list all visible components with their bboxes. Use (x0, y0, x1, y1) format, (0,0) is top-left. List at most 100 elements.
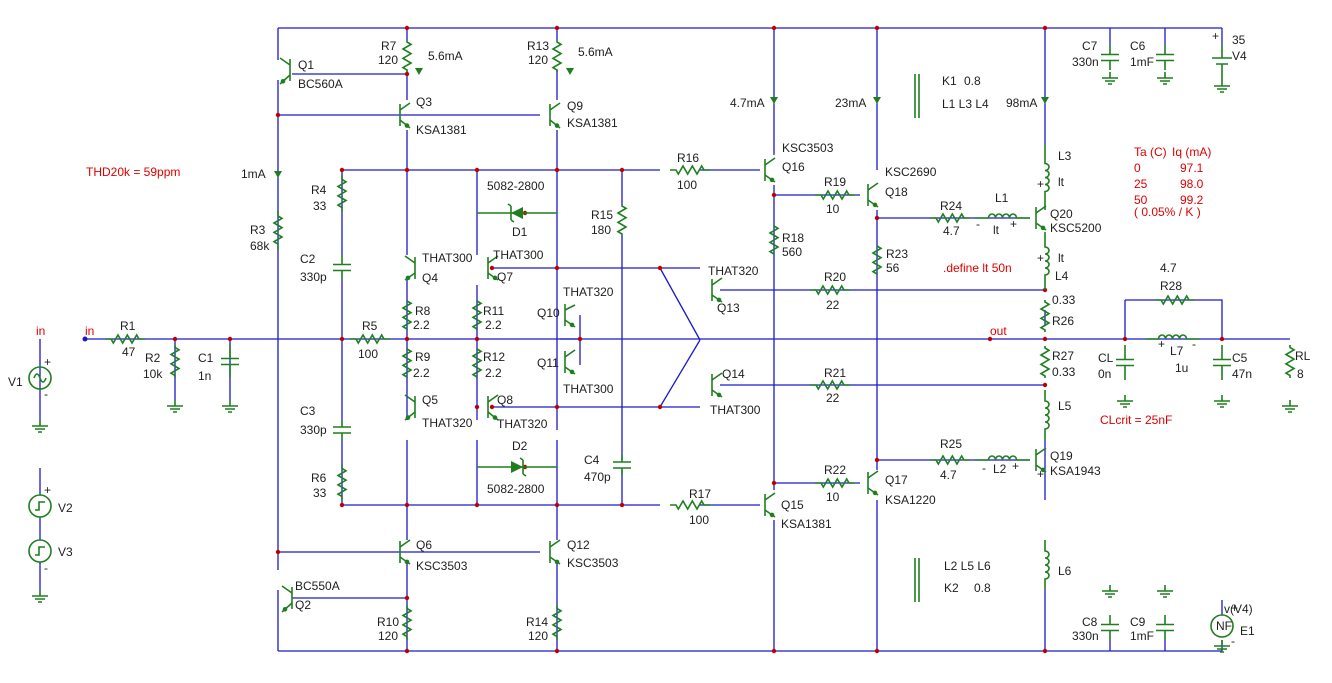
r24-resistor (930, 212, 970, 224)
junction-dot (172, 336, 178, 342)
value-label-q2: BC550A (295, 579, 340, 593)
q7-emitter-arrow (492, 275, 498, 281)
r1-resistor (105, 333, 145, 345)
ref-label-q2: Q2 (295, 598, 311, 612)
junction-dot (474, 336, 480, 342)
value-label-q10: THAT320 (563, 285, 614, 299)
c2-capacitor (333, 255, 351, 280)
junction-dot (874, 648, 880, 654)
q6-collector (399, 539, 411, 548)
q8-emitter-arrow (492, 415, 498, 420)
wire (659, 339, 701, 408)
ground-symbol (1117, 395, 1133, 408)
ref-label-r14: R14 (526, 615, 548, 629)
value-label-r9: 2.2 (413, 366, 430, 380)
ref-label-q14: Q14 (722, 367, 745, 381)
temp-table-ta-0: 0 (1134, 161, 1141, 175)
q2-emitter-arrow (282, 607, 288, 612)
l3-inductor (1044, 145, 1050, 210)
l4-inductor (1044, 232, 1050, 290)
value-label-q18: KSC2690 (885, 165, 937, 179)
junction-dot (874, 457, 880, 463)
value-label-r5: 100 (358, 347, 378, 361)
value-label-e1: NF (1216, 619, 1232, 633)
value-label-r7: 120 (378, 53, 398, 67)
v1-sine-wave (33, 373, 47, 383)
junction-dot (987, 336, 993, 342)
value-label-q11: THAT300 (563, 382, 614, 396)
junction-dot (275, 549, 281, 555)
q16-collector (764, 157, 776, 166)
value-label-r8: 2.2 (413, 318, 430, 332)
junction-dot (404, 502, 410, 508)
thd-annotation: THD20k = 59ppm (86, 165, 180, 179)
r28-resistor (1155, 294, 1195, 306)
ref-label-r13: R13 (527, 39, 549, 53)
q4-collector (404, 255, 416, 264)
value-label-q8: THAT320 (497, 417, 548, 431)
components (28, 40, 1298, 653)
polarity-mark: - (44, 561, 48, 575)
q6-emitter-arrow (404, 559, 410, 565)
q10-emitter-arrow (569, 322, 575, 328)
in-node-label: in (36, 324, 45, 338)
polarity-mark: + (1037, 251, 1044, 265)
junction-dot (619, 167, 625, 173)
temp-table-header-iq: Iq (mA) (1172, 145, 1211, 159)
ref-label-r24: R24 (940, 199, 962, 213)
current-arrow (770, 97, 778, 104)
r5-resistor (350, 333, 390, 345)
value-label-k2: 0.8 (974, 581, 991, 595)
value-label-r19: 10 (826, 202, 840, 216)
value-label-q6: KSC3503 (416, 559, 468, 573)
ref-label-q18: Q18 (885, 185, 908, 199)
value-label-q17: KSA1220 (885, 493, 936, 507)
q3-collector (399, 102, 411, 111)
r11-resistor (471, 300, 483, 330)
q17-emitter-arrow (872, 490, 878, 496)
current-r13: 5.6mA (578, 45, 613, 59)
value-label-q20: KSC5200 (1050, 221, 1102, 235)
coupling-symbol (914, 74, 920, 602)
ground-symbol (1157, 72, 1173, 85)
value-label-q13: THAT320 (708, 264, 759, 278)
c1-capacitor (221, 345, 239, 378)
k1-inductor-list: L1 L3 L4 (942, 97, 989, 111)
in-node-label-2: in (85, 324, 94, 338)
junction-dot (554, 265, 560, 271)
d1-diode-bar (507, 203, 515, 223)
value-label-r16: 100 (677, 178, 697, 192)
value-label-q9: KSA1381 (567, 116, 618, 130)
r9-resistor (401, 348, 413, 378)
current-arrow (415, 68, 423, 75)
temp-table-iq-1: 98.0 (1180, 177, 1204, 191)
value-label-c4: 470p (584, 470, 611, 484)
q8-collector (487, 394, 499, 403)
polarity-mark: + (1212, 29, 1219, 43)
ref-label-q4: Q4 (422, 271, 438, 285)
r8-resistor (401, 300, 413, 330)
temp-table-iq-0: 97.1 (1180, 161, 1204, 175)
v3-source-circle (28, 539, 52, 563)
ref-label-r8: R8 (415, 304, 431, 318)
value-label-r3: 68k (250, 239, 270, 253)
junction-dot (771, 480, 777, 486)
ref-label-v4: V4 (1232, 49, 1247, 63)
probe-label: v(V4) (1224, 602, 1253, 616)
c9-capacitor (1156, 615, 1174, 640)
junction-dot (474, 502, 480, 508)
polarity-mark: + (1231, 601, 1238, 615)
junction-dot (404, 595, 410, 601)
ref-label-d2: D2 (512, 439, 528, 453)
ref-label-r12: R12 (483, 350, 505, 364)
junction-dot (657, 404, 663, 410)
v3-step-wave (35, 546, 45, 556)
value-label-q14: THAT300 (710, 403, 761, 417)
q19-emitter-arrow (1040, 467, 1046, 473)
value-label-l4: lt (1058, 251, 1065, 265)
value-label-c6: 1mF (1130, 55, 1154, 69)
temp-table-iq-2: 99.2 (1180, 193, 1204, 207)
value-label-r22: 10 (826, 490, 840, 504)
q9-collector (549, 102, 561, 111)
r3-resistor (272, 210, 284, 250)
